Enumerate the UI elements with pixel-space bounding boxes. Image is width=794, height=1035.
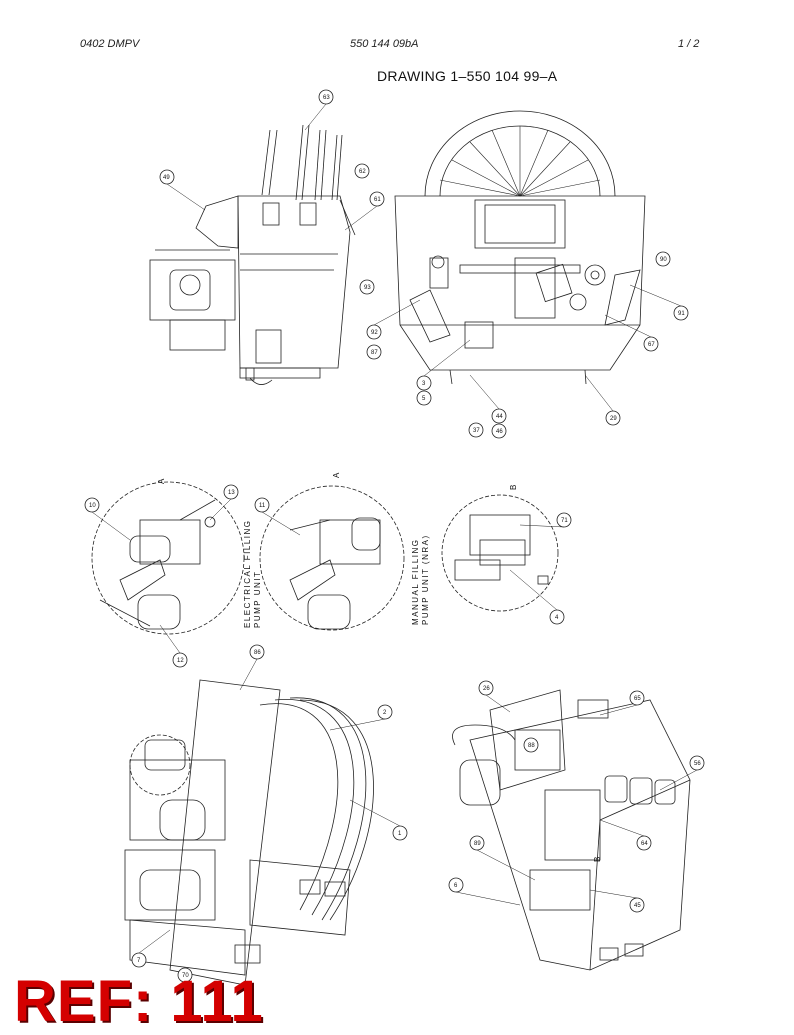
svg-text:86: 86 [254,650,261,656]
svg-text:70: 70 [182,973,189,979]
svg-text:91: 91 [678,311,685,317]
callout-88: 88 [523,737,539,753]
callout-44: 44 [491,408,507,424]
detail-electrical-pump [91,481,245,635]
callout-71: 71 [556,512,572,528]
header-left: 0402 DMPV [80,38,140,50]
ref-stamp: REF: 111 [14,969,264,1034]
svg-text:5: 5 [422,396,426,402]
svg-text:46: 46 [496,429,503,435]
svg-text:62: 62 [359,169,366,175]
callout-49: 49 [159,169,175,185]
callout-3: 3 [416,375,432,391]
label-electrical-2: PUMP UNIT [253,571,262,628]
svg-text:6: 6 [454,883,458,889]
svg-text:67: 67 [648,342,655,348]
callout-86: 86 [249,644,265,660]
svg-text:37: 37 [473,428,480,434]
svg-text:45: 45 [634,903,641,909]
svg-text:29: 29 [610,416,617,422]
callout-70: 70 [177,967,193,983]
callout-92: 92 [366,324,382,340]
callout-29: 29 [605,410,621,426]
iso-view-bottom-left [124,679,374,986]
callout-87: 87 [366,344,382,360]
callout-11: 11 [254,497,270,513]
svg-text:4: 4 [555,615,559,621]
callout-12: 12 [172,652,188,668]
callout-64: 64 [636,835,652,851]
svg-text:64: 64 [641,841,648,847]
label-detail-b2: B [593,857,602,862]
detail-manual-pump [259,485,405,631]
front-view-top-right [394,110,646,385]
callout-45: 45 [629,897,645,913]
callout-89: 89 [469,835,485,851]
svg-text:7: 7 [137,958,141,964]
side-view-top-left [149,124,356,385]
callout-4: 4 [549,609,565,625]
label-detail-a2: A [332,472,341,478]
callout-7: 7 [131,952,147,968]
callout-26: 26 [478,680,494,696]
svg-text:71: 71 [561,518,568,524]
svg-text:26: 26 [483,686,490,692]
label-electrical-1: ELECTRICAL FILLING [243,519,252,628]
svg-text:13: 13 [228,490,235,496]
label-manual-1: MANUAL FILLING [411,539,420,626]
svg-text:3: 3 [422,381,426,387]
svg-text:89: 89 [474,841,481,847]
callout-6: 6 [448,877,464,893]
callout-1: 1 [392,825,408,841]
callout-5: 5 [416,390,432,406]
callout-56: 56 [689,755,705,771]
iso-view-bottom-right [452,689,691,971]
svg-text:65: 65 [634,696,641,702]
callout-13: 13 [223,484,239,500]
label-detail-b: B [509,485,518,490]
callout-65: 65 [629,690,645,706]
svg-text:93: 93 [364,285,371,291]
callout-91: 91 [673,305,689,321]
callout-46: 46 [491,423,507,439]
label-manual-2: PUMP UNIT (NRA) [421,534,430,625]
svg-text:10: 10 [89,503,96,509]
svg-text:63: 63 [323,95,330,101]
svg-text:1: 1 [398,831,402,837]
header-page-number: 1 / 2 [678,38,700,50]
callout-37: 37 [468,422,484,438]
svg-text:44: 44 [496,414,503,420]
svg-text:61: 61 [374,197,381,203]
drawing-title: DRAWING 1–550 104 99–A [377,68,558,84]
callout-10: 10 [84,497,100,513]
callout-63: 63 [318,89,334,105]
svg-text:90: 90 [660,257,667,263]
callout-67: 67 [643,336,659,352]
svg-text:92: 92 [371,330,378,336]
svg-text:88: 88 [528,743,535,749]
callout-61: 61 [369,191,385,207]
callout-93: 93 [359,279,375,295]
callout-90: 90 [655,251,671,267]
header-doc-number: 550 144 09bA [350,38,419,50]
detail-b-valve [441,494,559,612]
svg-text:2: 2 [383,710,387,716]
svg-text:12: 12 [177,658,184,664]
leader-lines [91,103,698,954]
callout-62: 62 [354,163,370,179]
svg-text:87: 87 [371,350,378,356]
svg-text:11: 11 [259,503,266,509]
svg-text:56: 56 [694,761,701,767]
svg-text:49: 49 [163,175,170,181]
label-detail-a: A [157,478,166,484]
callout-2: 2 [377,704,393,720]
